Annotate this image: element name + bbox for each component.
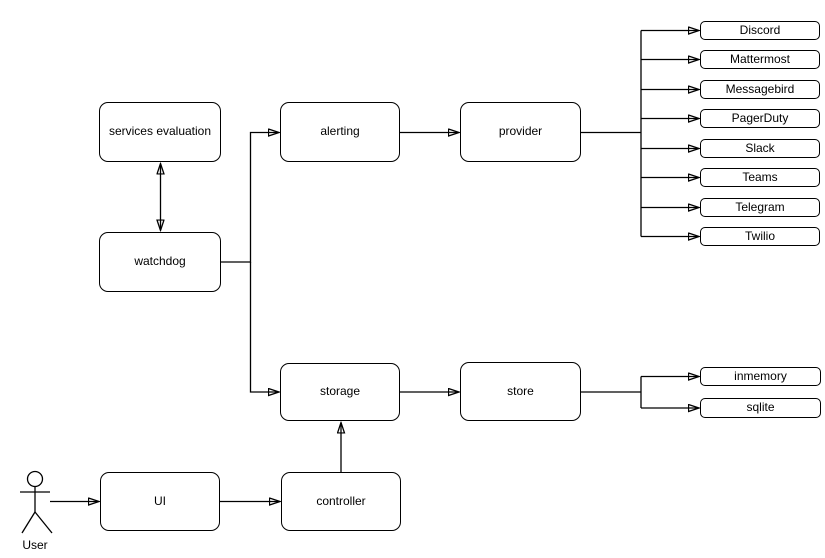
edge-watchdog-alerting [221,133,279,263]
node-provider-mattermost: Mattermost [700,50,820,69]
user-actor-icon [20,470,53,534]
node-provider-teams: Teams [700,168,820,187]
node-controller: controller [281,472,401,531]
node-provider-discord: Discord [700,21,820,40]
node-storage: storage [280,363,400,421]
node-provider-telegram: Telegram [700,198,820,217]
node-provider: provider [460,102,581,162]
node-provider-twilio: Twilio [700,227,820,246]
edge-provider-trunk [581,30,642,237]
node-provider-slack: Slack [700,139,820,158]
node-alerting: alerting [280,102,400,162]
node-provider-messagebird: Messagebird [700,80,820,99]
node-store-inmemory: inmemory [700,367,821,386]
node-ui: UI [100,472,220,531]
node-store: store [460,362,581,421]
node-watchdog: watchdog [99,232,221,292]
edge-store-trunk [581,376,642,408]
node-provider-pagerduty: PagerDuty [700,109,820,128]
node-store-sqlite: sqlite [700,398,821,418]
node-services-evaluation: services evaluation [99,102,221,162]
edge-watchdog-storage [249,262,279,392]
user-actor-label: User [22,538,48,552]
